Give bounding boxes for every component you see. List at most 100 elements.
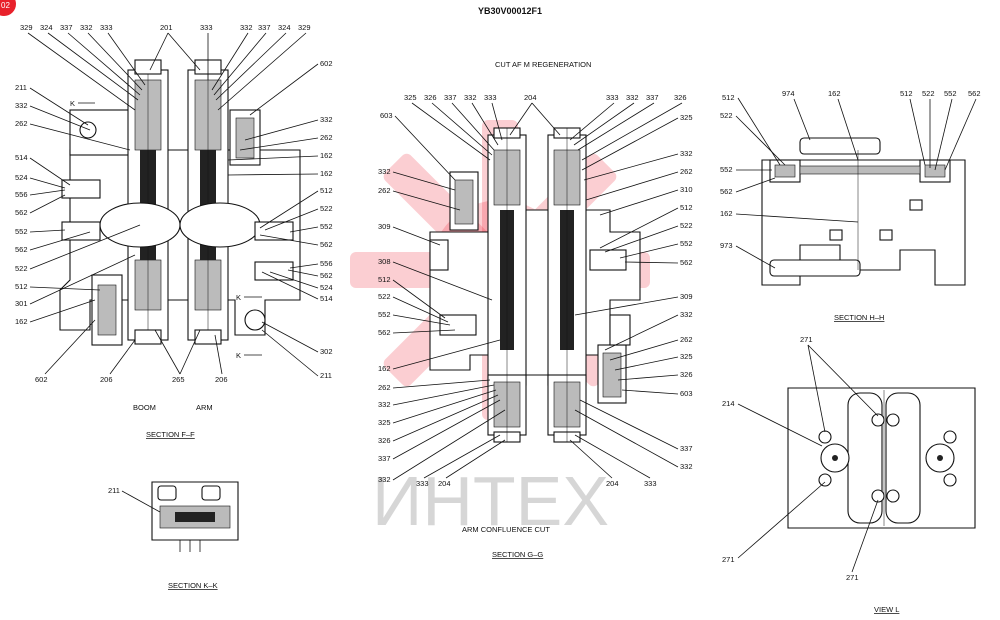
svg-text:552: 552 bbox=[720, 165, 733, 174]
svg-text:552: 552 bbox=[320, 222, 333, 231]
svg-text:332: 332 bbox=[378, 167, 391, 176]
svg-text:K: K bbox=[236, 293, 241, 302]
svg-text:603: 603 bbox=[380, 111, 393, 120]
svg-text:552: 552 bbox=[944, 89, 957, 98]
svg-text:332: 332 bbox=[240, 23, 253, 32]
cut-top-caption: CUT AF M REGENERATION bbox=[495, 60, 591, 69]
svg-text:552: 552 bbox=[680, 239, 693, 248]
svg-text:524: 524 bbox=[15, 173, 28, 182]
svg-text:271: 271 bbox=[846, 573, 859, 582]
svg-text:514: 514 bbox=[320, 294, 333, 303]
svg-text:326: 326 bbox=[674, 93, 687, 102]
svg-text:329: 329 bbox=[20, 23, 33, 32]
svg-text:333: 333 bbox=[606, 93, 619, 102]
svg-text:522: 522 bbox=[680, 221, 693, 230]
svg-text:512: 512 bbox=[320, 186, 333, 195]
svg-text:332: 332 bbox=[378, 475, 391, 484]
svg-text:262: 262 bbox=[15, 119, 28, 128]
svg-text:206: 206 bbox=[100, 375, 113, 384]
svg-text:552: 552 bbox=[15, 227, 28, 236]
section-kk-drawing bbox=[151, 481, 239, 552]
svg-text:337: 337 bbox=[444, 93, 457, 102]
svg-text:522: 522 bbox=[922, 89, 935, 98]
svg-text:302: 302 bbox=[320, 347, 333, 356]
svg-text:337: 337 bbox=[646, 93, 659, 102]
svg-text:562: 562 bbox=[680, 258, 693, 267]
svg-text:332: 332 bbox=[15, 101, 28, 110]
svg-text:262: 262 bbox=[320, 133, 333, 142]
section-kk-title: SECTION K–K bbox=[168, 581, 218, 590]
svg-text:332: 332 bbox=[80, 23, 93, 32]
svg-text:562: 562 bbox=[320, 240, 333, 249]
svg-text:562: 562 bbox=[378, 328, 391, 337]
svg-text:201: 201 bbox=[160, 23, 173, 32]
svg-text:333: 333 bbox=[416, 479, 429, 488]
svg-text:162: 162 bbox=[15, 317, 28, 326]
watermark-text: ИНТЕХ bbox=[372, 462, 609, 540]
section-gg-title: SECTION G–G bbox=[492, 550, 543, 559]
svg-text:522: 522 bbox=[720, 111, 733, 120]
svg-text:562: 562 bbox=[15, 208, 28, 217]
svg-text:522: 522 bbox=[15, 264, 28, 273]
svg-text:337: 337 bbox=[60, 23, 73, 32]
section-ff-title: SECTION F–F bbox=[146, 430, 195, 439]
svg-text:308: 308 bbox=[378, 257, 391, 266]
svg-text:337: 337 bbox=[680, 444, 693, 453]
section-hh-callouts: 512 974 162 512 522 552 562 522 552 562 … bbox=[720, 89, 981, 269]
svg-text:602: 602 bbox=[320, 59, 333, 68]
svg-text:262: 262 bbox=[378, 186, 391, 195]
svg-text:333: 333 bbox=[100, 23, 113, 32]
svg-text:337: 337 bbox=[378, 454, 391, 463]
svg-text:325: 325 bbox=[378, 418, 391, 427]
svg-text:162: 162 bbox=[320, 151, 333, 160]
svg-text:602: 602 bbox=[35, 375, 48, 384]
svg-text:324: 324 bbox=[278, 23, 291, 32]
boom-label: BOOM bbox=[133, 403, 156, 412]
view-l-drawing bbox=[787, 387, 976, 529]
svg-text:271: 271 bbox=[722, 555, 735, 564]
svg-text:512: 512 bbox=[15, 282, 28, 291]
svg-text:556: 556 bbox=[320, 259, 333, 268]
svg-text:973: 973 bbox=[720, 241, 733, 250]
svg-text:512: 512 bbox=[900, 89, 913, 98]
svg-text:329: 329 bbox=[298, 23, 311, 32]
svg-text:K: K bbox=[236, 351, 241, 360]
arm-label: ARM bbox=[196, 403, 213, 412]
svg-text:562: 562 bbox=[720, 187, 733, 196]
svg-text:512: 512 bbox=[722, 93, 735, 102]
svg-text:325: 325 bbox=[680, 352, 693, 361]
svg-text:332: 332 bbox=[626, 93, 639, 102]
svg-text:K: K bbox=[70, 99, 75, 108]
svg-text:262: 262 bbox=[680, 167, 693, 176]
svg-text:206: 206 bbox=[215, 375, 228, 384]
svg-text:325: 325 bbox=[404, 93, 417, 102]
svg-text:562: 562 bbox=[968, 89, 981, 98]
svg-text:211: 211 bbox=[320, 371, 332, 380]
section-gg-drawing bbox=[429, 127, 641, 443]
svg-text:332: 332 bbox=[378, 400, 391, 409]
svg-text:514: 514 bbox=[15, 153, 28, 162]
section-gg-callouts: 325 326 337 332 333 204 333 332 337 326 … bbox=[378, 93, 693, 488]
svg-text:332: 332 bbox=[680, 310, 693, 319]
svg-text:332: 332 bbox=[464, 93, 477, 102]
svg-text:332: 332 bbox=[320, 115, 333, 124]
svg-text:552: 552 bbox=[378, 310, 391, 319]
svg-text:162: 162 bbox=[828, 89, 841, 98]
svg-text:332: 332 bbox=[680, 149, 693, 158]
svg-text:204: 204 bbox=[524, 93, 537, 102]
svg-text:214: 214 bbox=[722, 399, 735, 408]
svg-text:337: 337 bbox=[258, 23, 271, 32]
svg-text:265: 265 bbox=[172, 375, 185, 384]
svg-text:325: 325 bbox=[680, 113, 693, 122]
svg-text:262: 262 bbox=[378, 383, 391, 392]
svg-text:271: 271 bbox=[800, 335, 813, 344]
view-l-callouts: 271 214 271 271 bbox=[722, 335, 879, 582]
cut-bottom-caption: ARM CONFLUENCE CUT bbox=[462, 525, 550, 534]
svg-text:204: 204 bbox=[438, 479, 451, 488]
kk-callout: 211 bbox=[108, 486, 120, 495]
svg-text:262: 262 bbox=[680, 335, 693, 344]
svg-text:309: 309 bbox=[378, 222, 391, 231]
svg-text:333: 333 bbox=[484, 93, 497, 102]
svg-text:310: 310 bbox=[680, 185, 693, 194]
